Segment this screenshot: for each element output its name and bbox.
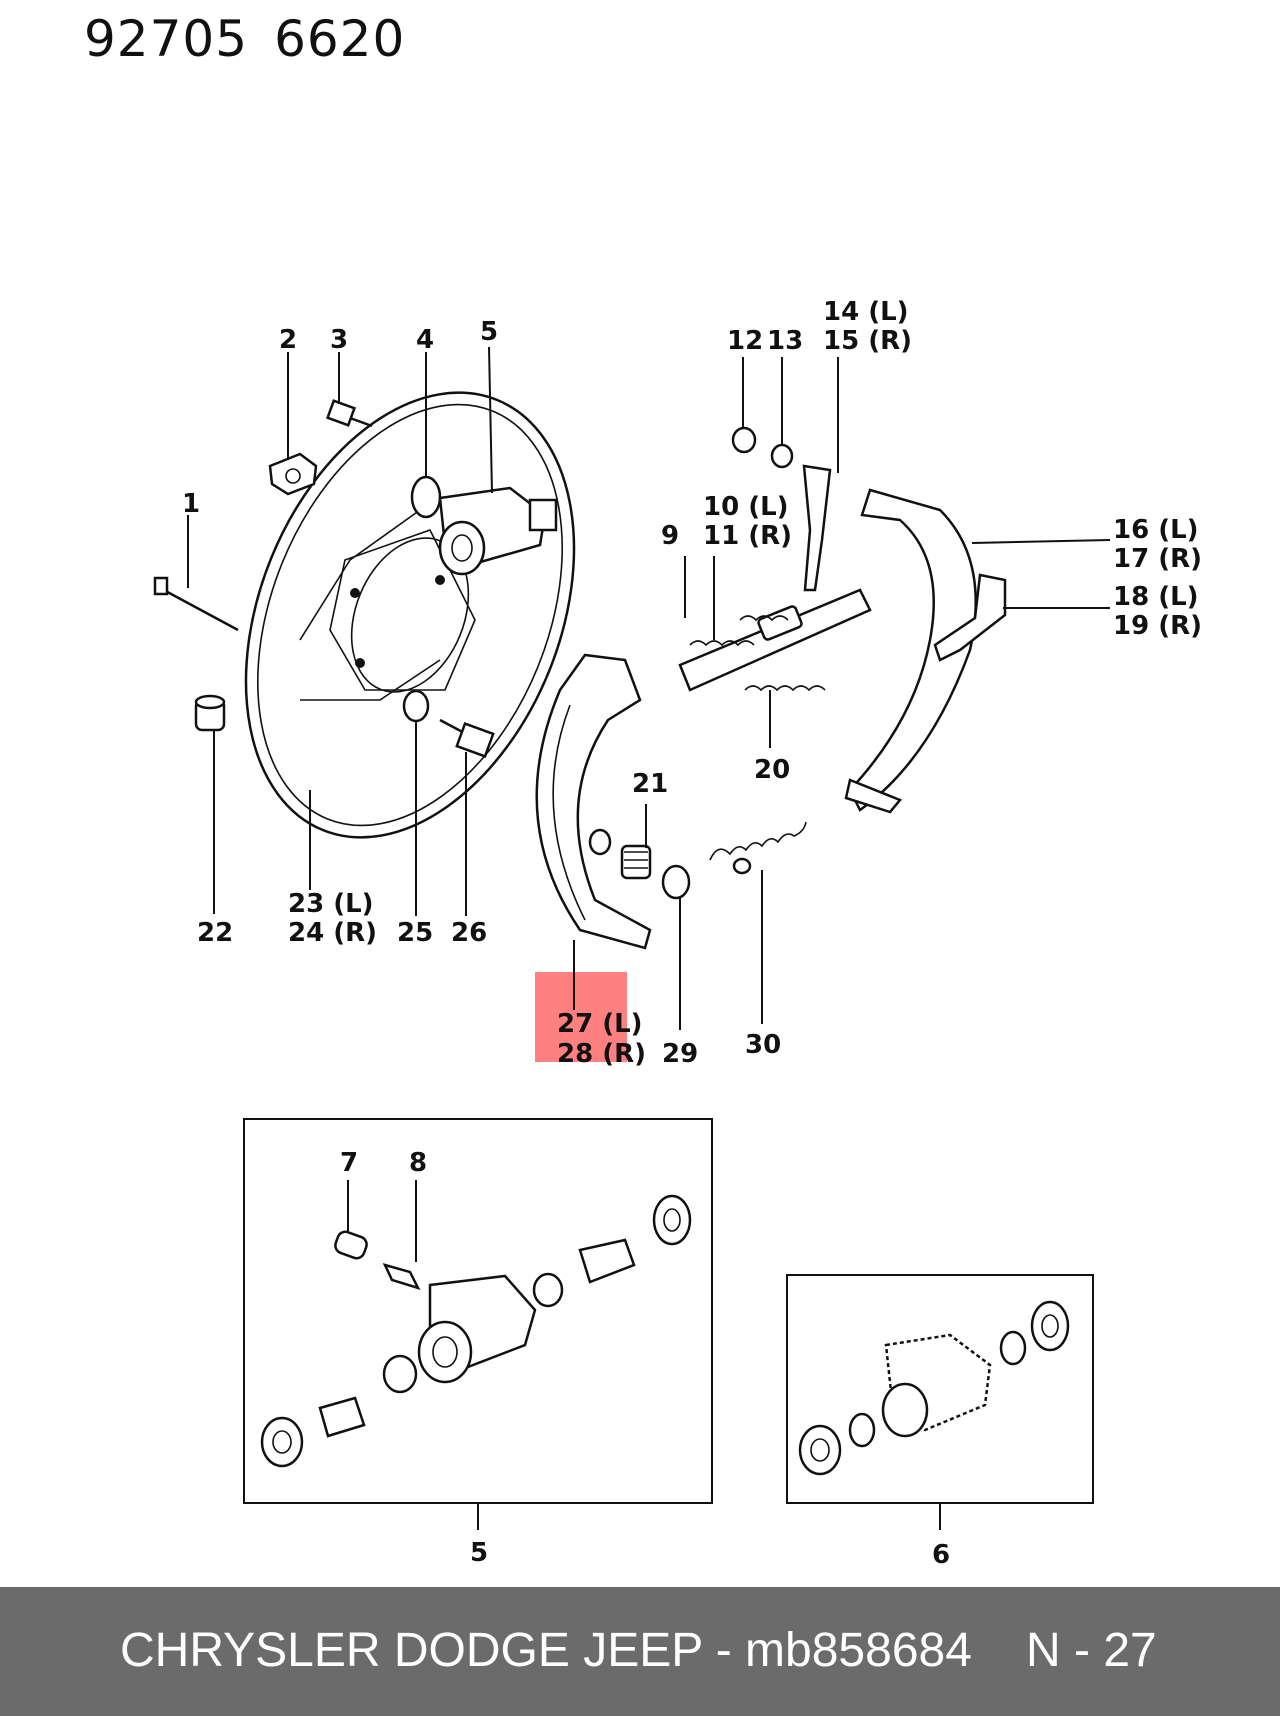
box-6-parts — [798, 1300, 1070, 1476]
label-4: 4 — [416, 325, 434, 355]
label-3: 3 — [330, 325, 348, 355]
leader-lines — [187, 346, 1111, 1030]
part-27-brake-shoe — [535, 653, 652, 950]
label-12: 12 — [727, 326, 763, 356]
part-12-washer — [731, 426, 757, 454]
label-18: 18 (L) — [1113, 582, 1199, 612]
label-15: 15 (R) — [823, 326, 912, 356]
label-25: 25 — [397, 918, 433, 948]
code-a: 92705 — [84, 10, 249, 68]
part-29-cup — [661, 864, 691, 900]
part-1-bolt — [153, 576, 239, 632]
part-25-grommet — [402, 689, 430, 723]
label-8: 8 — [409, 1148, 427, 1178]
label-19: 19 (R) — [1113, 611, 1202, 641]
part-4-seal — [410, 475, 442, 519]
part-20-spring — [744, 685, 826, 692]
label-14: 14 (L) — [823, 297, 909, 327]
part-26-bleeder — [439, 718, 495, 759]
part-3-screw — [325, 399, 373, 428]
footer-page: N - 27 — [1026, 1624, 1157, 1677]
label-box-5: 5 — [470, 1538, 488, 1568]
label-28: 28 (R) — [557, 1039, 646, 1069]
label-box-6: 6 — [932, 1540, 950, 1570]
label-26: 26 — [451, 918, 487, 948]
part-16-brake-shoe — [844, 488, 977, 814]
part-21-spring — [588, 828, 652, 880]
label-10: 10 (L) — [703, 492, 789, 522]
label-16: 16 (L) — [1113, 515, 1199, 545]
footer-title: CHRYSLER DODGE JEEP - mb858684 — [120, 1624, 972, 1677]
part-22-cap — [194, 694, 226, 732]
label-13: 13 — [767, 326, 803, 356]
label-5: 5 — [480, 317, 498, 347]
part-10-adjuster — [678, 588, 872, 692]
highlight-box — [535, 972, 627, 1062]
part-13-washer — [770, 443, 794, 469]
exploded-parts-diagram: 1 2 3 4 5 12 13 14 (L) 15 (R) 10 (L) 11 … — [153, 297, 1202, 1570]
header-code: 92705 6620 — [84, 10, 405, 68]
label-20: 20 — [754, 755, 790, 785]
part-labels: 1 2 3 4 5 12 13 14 (L) 15 (R) 10 (L) 11 … — [182, 297, 1202, 1570]
label-22: 22 — [197, 918, 233, 948]
label-30: 30 — [745, 1030, 781, 1060]
code-b: 6620 — [274, 10, 406, 68]
part-18-lever-arm — [933, 573, 1007, 662]
label-24: 24 (R) — [288, 918, 377, 948]
label-23: 23 (L) — [288, 889, 374, 919]
part-14-lever — [802, 464, 832, 592]
part-5-wheel-cylinder — [438, 486, 558, 576]
label-9: 9 — [661, 521, 679, 551]
label-1: 1 — [182, 489, 200, 519]
label-7: 7 — [340, 1148, 358, 1178]
label-11: 11 (R) — [703, 521, 792, 551]
label-17: 17 (R) — [1113, 544, 1202, 574]
part-30-return-spring — [709, 821, 807, 875]
footer-bar: CHRYSLER DODGE JEEP - mb858684 N - 27 — [0, 1587, 1280, 1716]
label-27: 27 (L) — [557, 1009, 643, 1039]
box-5-parts — [260, 1180, 692, 1468]
part-2-plug — [268, 452, 318, 496]
label-2: 2 — [279, 325, 297, 355]
label-21: 21 — [632, 769, 668, 799]
label-29: 29 — [662, 1039, 698, 1069]
